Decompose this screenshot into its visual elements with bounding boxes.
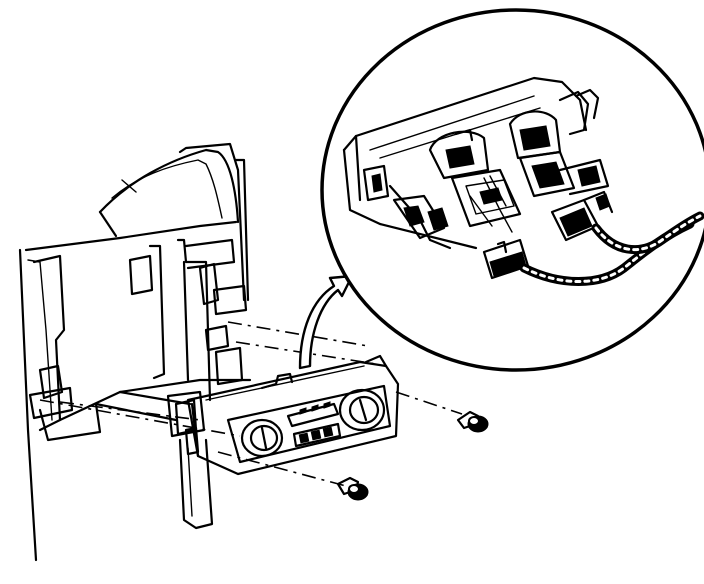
detail-view-circle <box>320 8 704 372</box>
hvac-control-module <box>174 354 400 476</box>
mode-buttons <box>286 401 342 448</box>
alignment-guide-lines <box>39 321 463 487</box>
fan-speed-knob <box>240 418 284 458</box>
callout-arrow <box>298 274 354 370</box>
temperature-knob <box>338 388 386 432</box>
instrument-panel-carrier <box>18 142 252 562</box>
mounting-screw-upper <box>456 410 489 433</box>
mounting-screw-lower <box>336 476 369 501</box>
wiring-harness <box>519 211 704 286</box>
